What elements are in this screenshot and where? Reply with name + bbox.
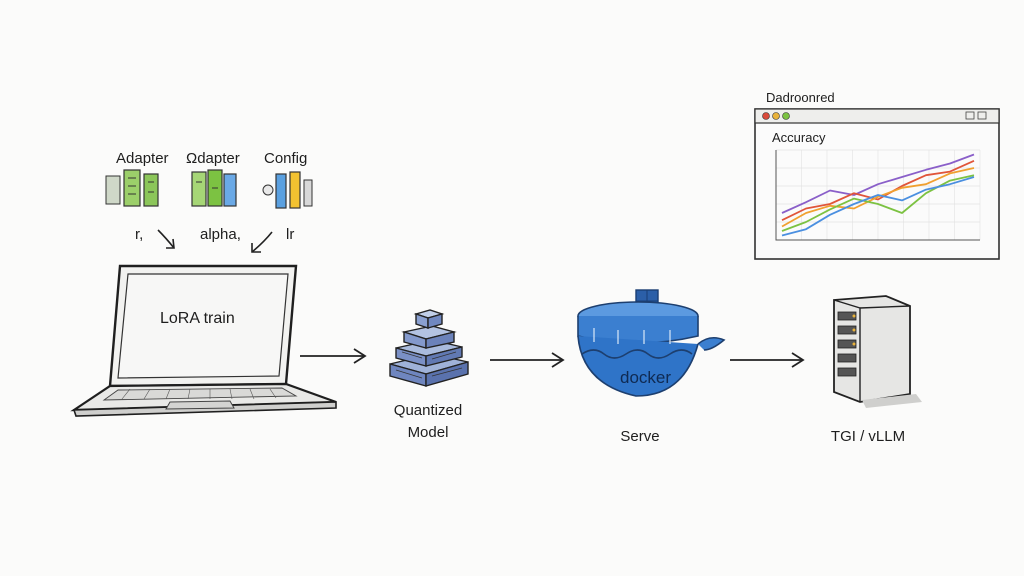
adapter-module-icon-2: [191, 169, 237, 207]
laptop-icon: [70, 264, 337, 417]
arrow-lr-icon: [251, 231, 273, 253]
series-line-5: [781, 176, 975, 237]
quantized-model-icon: [389, 309, 469, 387]
docker-whale-icon: [577, 289, 726, 397]
adapter-label-2: Ωdapter: [186, 150, 240, 167]
arrow-r-icon: [157, 229, 175, 249]
window-maximize-icon: [782, 112, 790, 120]
arrow-to-server-icon: [730, 352, 805, 368]
docker-text: docker: [620, 368, 672, 387]
series-line-2: [781, 159, 975, 222]
config-label: Config: [264, 150, 308, 167]
arrow-to-quantized-icon: [300, 348, 367, 364]
tgi-vllm-label: TGI / vLLM: [830, 428, 906, 445]
dashboard-window-title: Dadroonred: [766, 90, 835, 105]
series-line-3: [781, 167, 975, 228]
config-module-icon: [262, 171, 313, 209]
chart-axis: [775, 150, 980, 241]
accuracy-chart: [775, 149, 981, 241]
quantized-label-line1: Quantized: [393, 402, 463, 419]
window-minimize-icon: [772, 112, 780, 120]
quantized-label-line2: Model: [407, 424, 449, 441]
adapter-module-icon-1: [105, 169, 159, 207]
adapter-label-1: Adapter: [116, 150, 169, 167]
serve-label: Serve: [620, 428, 660, 445]
chart-title: Accuracy: [772, 130, 826, 145]
param-lr: lr: [286, 226, 295, 243]
window-close-icon: [762, 112, 770, 120]
laptop-screen-text: LoRA train: [160, 310, 235, 327]
param-alpha: alpha,: [200, 226, 241, 243]
server-rack-icon: [833, 295, 922, 408]
arrow-to-docker-icon: [490, 352, 565, 368]
param-r: r,: [135, 226, 144, 243]
series-line-4: [781, 174, 975, 232]
series-line-1: [781, 153, 975, 214]
